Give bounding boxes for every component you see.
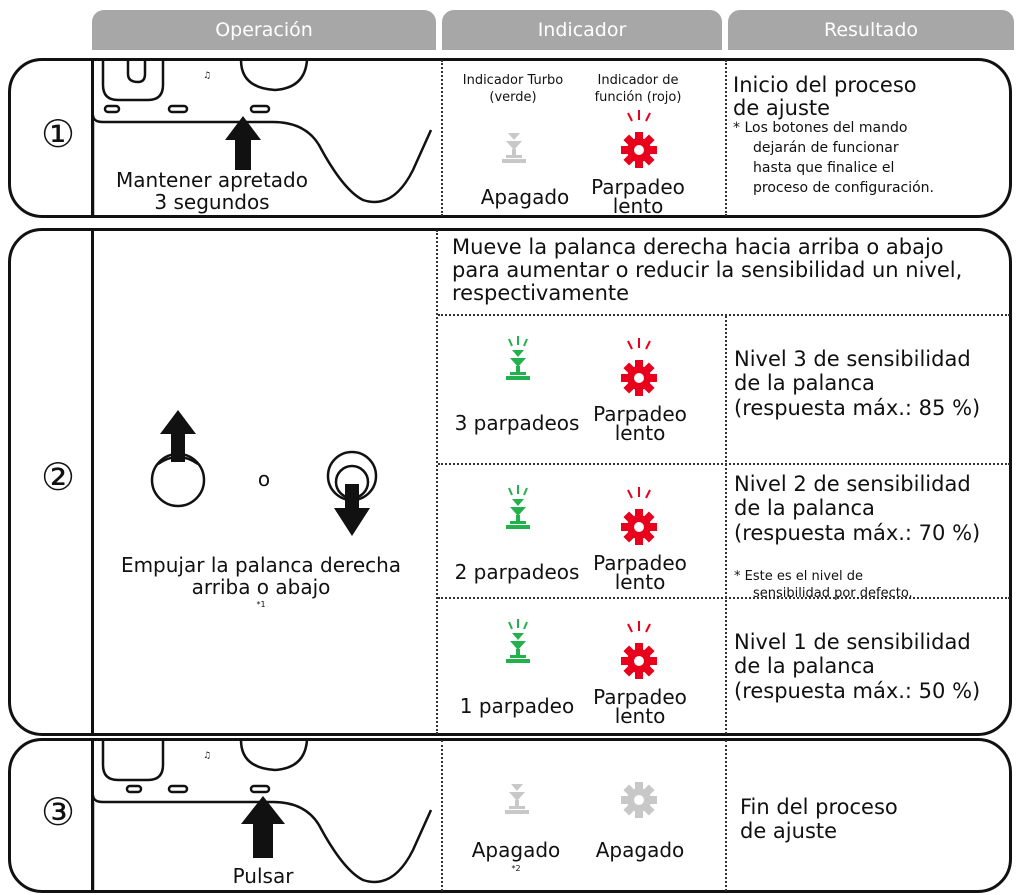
result-note-line2: sensibilidad por defecto. (753, 586, 913, 601)
step-3-panel (8, 738, 1012, 893)
result-line1: Inicio del proceso (733, 73, 917, 97)
step-2-action-line2: arriba o abajo (191, 575, 331, 599)
result-note-line1: * Los botones del mando (733, 120, 908, 136)
dotted-divider (436, 230, 438, 734)
header-indicador: Indicador (442, 10, 722, 50)
step-1-action-line2: 3 segundos (154, 190, 270, 214)
function-indicator-label-line1: Indicador de (597, 73, 679, 88)
result-line3: (respuesta máx.: 50 %) (734, 679, 981, 703)
result-note-line1: * Este es el nivel de (734, 569, 864, 584)
result-line3: (respuesta máx.: 85 %) (734, 396, 981, 420)
instruction-line2: para aumentar o reducir la sensibilidad … (452, 258, 963, 282)
turbo-state: 2 parpadeos (454, 560, 580, 584)
svg-text:♫: ♫ (203, 71, 211, 81)
row-divider (438, 314, 1010, 316)
function-blink-icon (621, 487, 657, 545)
result-line2: de ajuste (733, 96, 831, 120)
result-line1: Nivel 3 de sensibilidad (734, 347, 971, 371)
function-off-icon (621, 782, 657, 818)
step-2-number: ② (40, 455, 76, 499)
divider (91, 230, 94, 734)
row-divider (438, 463, 1010, 465)
result-line2: de la palanca (734, 654, 875, 678)
result-line2: de ajuste (740, 819, 838, 843)
turbo-blink-icon (506, 336, 530, 380)
dotted-divider (441, 60, 443, 216)
step-1-panel (8, 58, 1012, 218)
turbo-indicator-label-line1: Indicador Turbo (462, 73, 564, 88)
svg-text:♫: ♫ (203, 751, 211, 761)
controller-illustration: ♫ (91, 739, 433, 892)
function-state-line2: lento (612, 194, 664, 218)
function-state-line1: Parpadeo (593, 551, 687, 575)
result-note-line2: dejarán de funcionar (753, 140, 899, 156)
dotted-divider (441, 740, 443, 891)
function-state-line1: Parpadeo (593, 685, 687, 709)
step-3-number: ③ (40, 790, 76, 834)
result-line3: (respuesta máx.: 70 %) (734, 521, 981, 545)
result-note-line3: hasta que finalice el (753, 160, 895, 176)
turbo-blink-icon (506, 485, 530, 529)
turbo-state: Apagado (471, 838, 561, 862)
or-text: o (257, 467, 271, 491)
row-divider (438, 597, 1010, 599)
function-blink-icon (621, 338, 657, 396)
turbo-state: 1 parpadeo (459, 694, 575, 718)
header-resultado: Resultado (728, 10, 1014, 50)
function-state-line2: lento (614, 704, 666, 728)
function-blink-icon (621, 110, 657, 168)
function-blink-icon (621, 621, 657, 679)
turbo-state: 3 parpadeos (454, 411, 580, 435)
dotted-divider (725, 316, 727, 734)
controller-illustration: ♫ (91, 59, 433, 218)
function-state-line2: lento (614, 570, 666, 594)
footnote-1: *1 (256, 600, 266, 609)
stick-up-illustration (150, 410, 206, 508)
result-line2: de la palanca (734, 371, 875, 395)
turbo-off-icon (502, 133, 526, 163)
stick-down-illustration (326, 450, 378, 536)
step-1-action-line1: Mantener apretado (116, 168, 308, 192)
turbo-blink-icon (506, 619, 530, 663)
result-line1: Nivel 2 de sensibilidad (734, 472, 971, 496)
instruction-line1: Mueve la palanca derecha hacia arriba o … (452, 235, 944, 259)
step-3-action: Pulsar (232, 864, 294, 888)
result-line2: de la palanca (734, 496, 875, 520)
function-state: Apagado (595, 838, 685, 862)
function-state-line1: Parpadeo (593, 402, 687, 426)
result-note-line4: proceso de configuración. (753, 180, 934, 196)
step-2-action-line1: Empujar la palanca derecha (120, 553, 402, 577)
result-line1: Nivel 1 de sensibilidad (734, 630, 971, 654)
step-1-number: ① (40, 112, 76, 156)
footnote-2: *2 (511, 864, 521, 873)
result-line1: Fin del proceso (740, 795, 898, 819)
turbo-state: Apagado (480, 185, 570, 209)
dotted-divider (725, 60, 727, 216)
turbo-off-icon (505, 784, 529, 814)
turbo-indicator-label-line2: (verde) (489, 90, 537, 105)
step-2-panel (8, 228, 1012, 736)
dotted-divider (725, 740, 727, 891)
function-state-line2: lento (614, 421, 666, 445)
function-indicator-label-line2: función (rojo) (594, 90, 682, 105)
function-state-line1: Parpadeo (591, 175, 685, 199)
header-operacion: Operación (92, 10, 436, 50)
instruction-line3: respectivamente (452, 281, 630, 305)
